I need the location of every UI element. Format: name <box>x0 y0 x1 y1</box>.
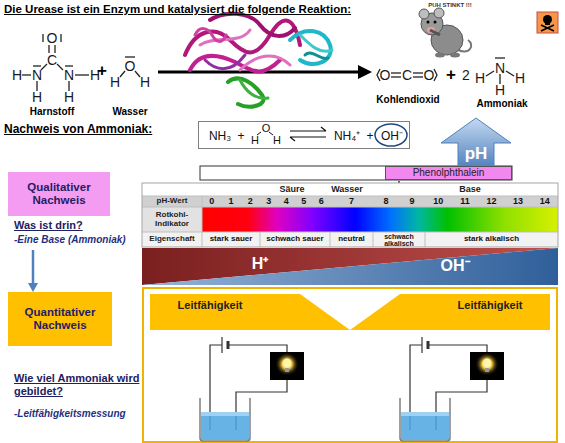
atom-symbol: H <box>107 74 123 90</box>
ph-number: 14 <box>531 196 558 207</box>
ph-number: 8 <box>373 196 399 207</box>
box-fill: Qualitativer Nachweis <box>8 172 110 216</box>
property-cell: stark sauer <box>202 232 260 247</box>
base-wedge <box>142 248 558 285</box>
property-cell: stark alkalisch <box>425 232 558 247</box>
protein-structure <box>185 14 332 107</box>
atom-symbol: H <box>271 134 283 148</box>
row-header: Eigenschaft <box>142 232 202 247</box>
atom-symbol: H <box>249 134 261 148</box>
atom-symbol: H <box>9 67 25 83</box>
diagram-title: Die Urease ist ein Enzym und katalysiert… <box>4 1 424 17</box>
ph-number: 9 <box>399 196 425 207</box>
property-cell: neutral <box>330 232 373 247</box>
rat-drawing <box>419 8 471 58</box>
box-fill: Quantitativer Nachweis <box>8 292 112 346</box>
property-cell: schwach sauer <box>260 232 330 247</box>
equation-box: NH₃+OHHNH₄⁺+OH⁻ <box>198 121 410 149</box>
ph-table <box>142 183 558 247</box>
conductivity-label: Leitfähigkeit <box>165 299 255 313</box>
ion-label: OH⁻ <box>430 256 480 276</box>
acid-wedge <box>142 248 558 285</box>
atom-symbol: H <box>61 89 77 105</box>
scale-label: Wasser <box>312 184 382 195</box>
atom-symbol: H <box>137 74 153 90</box>
row-header: pH-Wert <box>142 196 202 207</box>
answer-text: -Eine Base (Ammoniak) <box>14 234 144 248</box>
atom-symbol: O <box>122 58 138 74</box>
conductivity-panel <box>143 288 557 442</box>
ph-number: 4 <box>278 196 296 207</box>
atom-symbol: O <box>377 67 393 83</box>
indicator-band: Phenolphthalein <box>385 166 512 180</box>
formula-part: OH⁻ <box>378 127 406 145</box>
ph-number: 3 <box>260 196 278 207</box>
atom-symbol: C <box>44 52 60 68</box>
scale-label: Säure <box>257 184 327 195</box>
molecule-name: Harnstoff <box>20 106 84 119</box>
atom-symbol: N <box>61 67 77 83</box>
conductivity-label: Leitfähigkeit <box>445 299 535 313</box>
indicator-strip <box>200 166 512 180</box>
property-cell: schwach alkalisch <box>373 232 425 247</box>
method-box: Quantitativer NachweisWie viel Ammoniak … <box>6 292 142 427</box>
ph-number: 2 <box>241 196 260 207</box>
atom-symbol: H <box>492 82 508 98</box>
scale-label: Base <box>435 184 505 195</box>
plus-sign: + <box>444 66 458 84</box>
ph-arrow: pH <box>440 117 512 169</box>
method-box: Qualitativer NachweisWas ist drin?-Eine … <box>6 172 142 250</box>
ph-number: 0 <box>202 196 221 207</box>
ph-number: 11 <box>452 196 479 207</box>
formula-part: NH₄⁺ <box>331 127 363 145</box>
molecule-name: Wasser <box>104 106 156 119</box>
formula-part: NH₃ <box>205 127 235 145</box>
row-header: Rotkohl-Indikator <box>142 207 202 232</box>
plus-sign: + <box>95 62 109 80</box>
molecule-name: Kohlendioxid <box>372 94 444 107</box>
atom-symbol: H <box>472 70 488 86</box>
atom-symbol: O <box>44 30 60 46</box>
question-text: Wie viel Ammoniak wird gebildet? <box>14 372 142 402</box>
plus-sign: + <box>364 127 376 145</box>
flow-arrow <box>28 250 38 292</box>
atom-symbol: C <box>399 67 415 83</box>
atom-symbol: O <box>421 67 437 83</box>
ph-number: 5 <box>295 196 313 207</box>
ph-number: 7 <box>330 196 373 207</box>
arrow-head <box>28 283 38 292</box>
bond-lines <box>22 34 514 91</box>
atom-symbol: H <box>512 70 528 86</box>
speech-text: PUH STINKT !!! <box>425 1 475 9</box>
ph-number: 1 <box>221 196 240 207</box>
atom-symbol: N <box>29 67 45 83</box>
atom-symbol: H <box>29 89 45 105</box>
section-heading: Nachweis von Ammoniak: <box>4 122 174 137</box>
conductivity-band <box>150 294 550 330</box>
atom-symbol: O <box>259 122 273 136</box>
question-text: Was ist drin? <box>14 219 144 233</box>
coefficient: 2 <box>459 67 473 83</box>
molecule-name: Ammoniak <box>472 98 532 111</box>
ph-number: 6 <box>313 196 331 207</box>
circuit-left <box>200 337 304 441</box>
ph-number: 13 <box>505 196 532 207</box>
circuit-right <box>400 337 504 441</box>
atom-symbol: N <box>492 60 508 76</box>
answer-text: -Leitfähigkeitsmessung <box>14 408 144 422</box>
ph-number: 10 <box>425 196 452 207</box>
plus-sign: + <box>235 127 247 145</box>
ion-label: H⁺ <box>240 254 280 274</box>
indicator-name: Phenolphthalein <box>386 167 511 179</box>
method-title: Quantitativer Nachweis <box>8 304 112 334</box>
arrow-label: pH <box>440 144 512 164</box>
arrow-line <box>32 250 35 284</box>
method-title: Qualitativer Nachweis <box>8 179 110 209</box>
ph-number: 12 <box>478 196 505 207</box>
toxic-symbol <box>537 12 558 33</box>
